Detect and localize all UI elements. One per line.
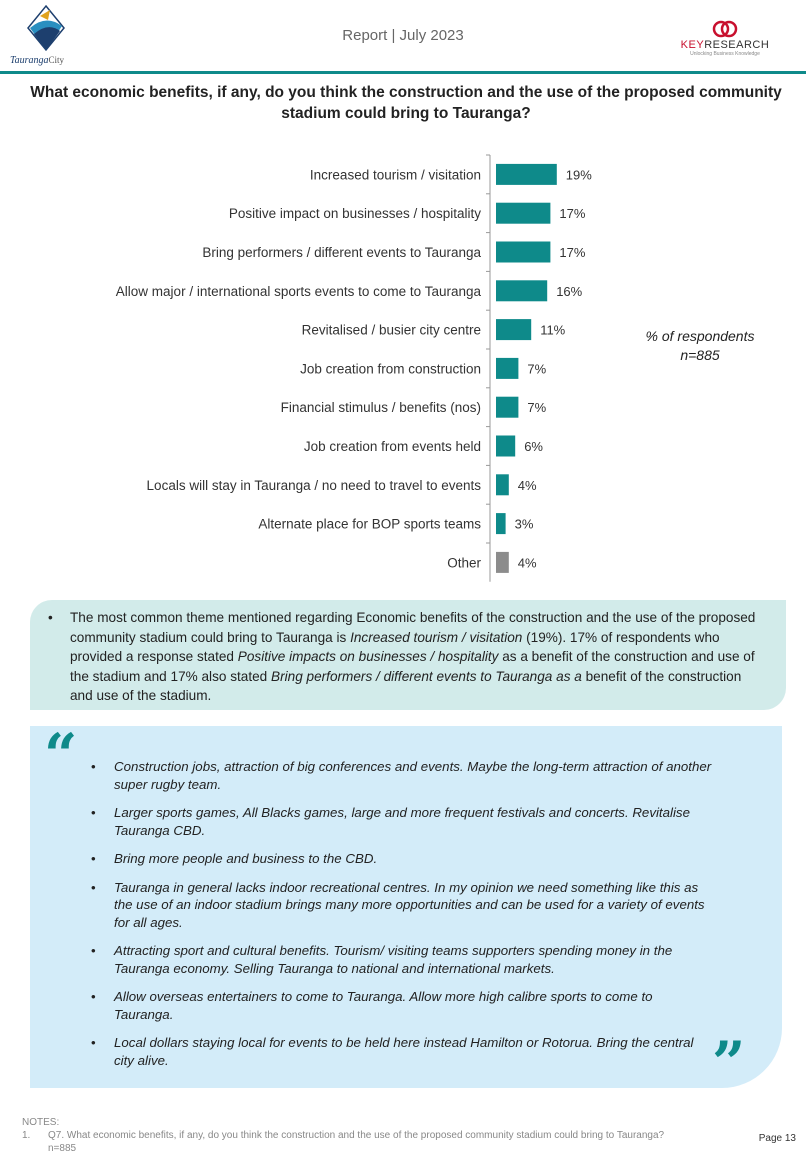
category-label: Bring performers / different events to T… (202, 245, 481, 260)
bar-chart: Increased tourism / visitation 19% Positiv… (0, 150, 806, 590)
logo-text-tauranga: Tauranga (10, 55, 49, 66)
bar (496, 396, 519, 418)
category-label: Locals will stay in Tauranga / no need t… (147, 478, 482, 493)
logo-text-city: City (48, 55, 65, 65)
note-sample-size: n=885 (48, 1143, 77, 1154)
tauranga-logo-icon (27, 4, 65, 52)
notes-heading: NOTES: (22, 1117, 60, 1128)
summary-text-2: (19%). 17% of respondents who provided a… (70, 629, 720, 665)
summary-box: The most common theme mentioned regardin… (30, 600, 786, 710)
page-number: Page 13 (758, 1133, 796, 1144)
value-label: 19% (566, 167, 592, 182)
header-divider (0, 71, 806, 74)
bar (496, 319, 532, 341)
logo-text-research: RESEARCH (704, 39, 770, 51)
keyresearch-rings-icon (712, 20, 738, 38)
legend-note-sample: n=885 (680, 347, 720, 363)
summary-text-4: benefit of the construction and use of t… (70, 668, 742, 704)
category-label: Revitalised / busier city centre (302, 323, 481, 338)
value-label: 17% (559, 245, 585, 260)
quotes-box: “ Construction jobs, attraction of big c… (30, 721, 782, 1092)
bar (496, 357, 519, 379)
summary-text-3: as a benefit of the construction and use… (70, 649, 755, 684)
category-label: Positive impact on businesses / hospital… (229, 206, 481, 221)
logo-text-key: KEY (680, 39, 705, 51)
value-label: 11% (540, 323, 565, 338)
open-quote-icon: “ (44, 721, 78, 789)
bar (496, 202, 551, 224)
bar (496, 474, 509, 496)
summary-emphasis-2: Positive impacts on businesses / hospita… (237, 649, 499, 665)
value-label: 3% (515, 517, 534, 532)
value-label: 7% (527, 400, 546, 415)
summary-bullet: The most common theme mentioned regardin… (48, 608, 760, 706)
value-label: 4% (518, 478, 537, 493)
category-label: Job creation from construction (300, 361, 481, 376)
notes-section: NOTES: 1. Q7. What economic benefits, if … (22, 1116, 664, 1155)
bar (496, 513, 506, 535)
category-label: Financial stimulus / benefits (nos) (281, 400, 481, 415)
keyresearch-logo: KEYRESEARCH Unlocking Business Knowledge (670, 20, 780, 64)
bar (496, 280, 548, 302)
close-quote-icon: ” (712, 1029, 746, 1097)
note-number: 1. (22, 1130, 31, 1141)
value-label: 4% (518, 555, 537, 570)
category-label: Alternate place for BOP sports teams (258, 517, 481, 532)
category-label: Allow major / international sports event… (116, 284, 482, 299)
logo-tagline: Unlocking Business Knowledge (690, 51, 760, 57)
legend-note-respondents: % of respondents (645, 328, 755, 344)
category-label: Increased tourism / visitation (310, 167, 481, 182)
summary-text-1: The most common theme mentioned regardin… (70, 610, 756, 645)
bar (496, 551, 509, 573)
quote-item: Tauranga in general lacks indoor recreat… (91, 879, 712, 932)
page-title: What economic benefits, if any, do you t… (30, 84, 782, 122)
quote-item: Attracting sport and cultural benefits. … (91, 942, 712, 977)
value-label: 6% (524, 439, 543, 454)
quote-item: Local dollars staying local for events t… (91, 1034, 712, 1069)
bar (496, 435, 516, 457)
note-text: Q7. What economic benefits, if any, do y… (48, 1130, 665, 1141)
report-date: Report | July 2023 (342, 27, 464, 44)
chart-legend-note: % of respondents n=885 (630, 327, 770, 365)
quote-item: Allow overseas entertainers to come to T… (91, 988, 712, 1023)
bar (496, 241, 551, 263)
value-label: 16% (556, 284, 582, 299)
summary-emphasis-1: Increased tourism / visitation (350, 629, 523, 645)
category-label: Job creation from events held (304, 439, 481, 454)
bar-chart-svg: Increased tourism / visitation 19% Positiv… (116, 154, 592, 582)
quote-item: Larger sports games, All Blacks games, l… (91, 804, 712, 839)
summary-emphasis-3: Bring performers / different events to T… (271, 668, 582, 684)
category-label: Other (447, 555, 481, 570)
tauranga-city-logo: TaurangaCity (8, 4, 86, 68)
bar (496, 163, 557, 185)
quote-item: Bring more people and business to the CB… (91, 850, 712, 868)
value-label: 17% (559, 206, 585, 221)
value-label: 7% (527, 361, 546, 376)
quote-item: Construction jobs, attraction of big con… (91, 758, 712, 793)
